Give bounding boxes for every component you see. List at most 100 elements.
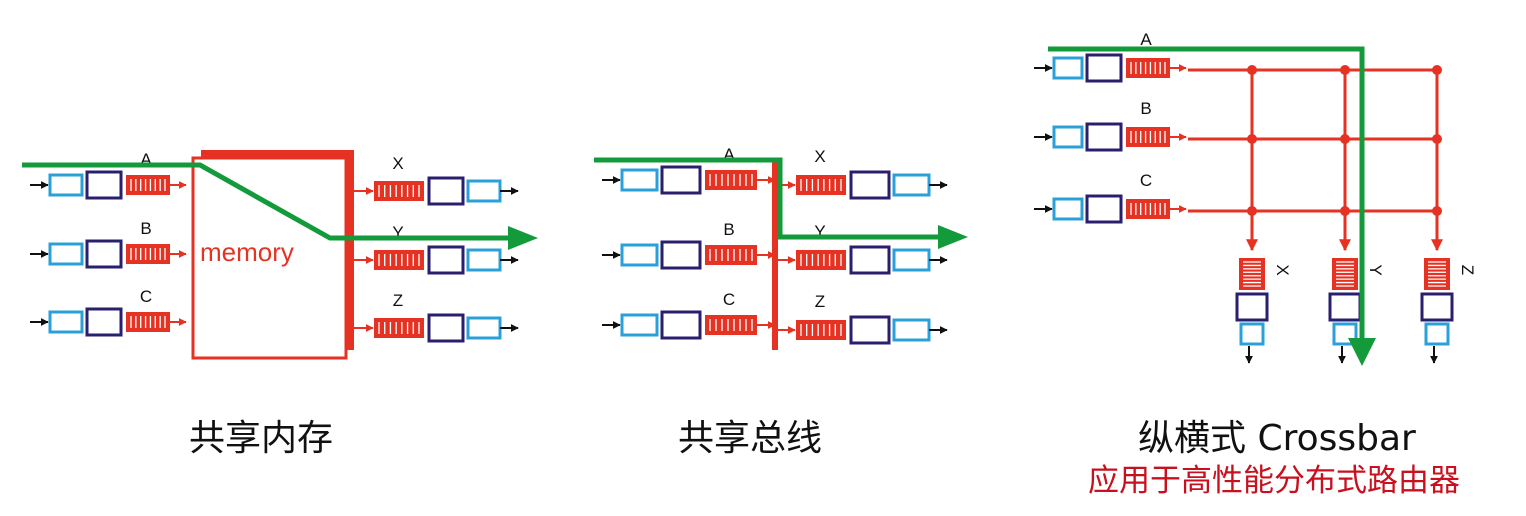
line-card bbox=[892, 173, 931, 197]
line-card bbox=[1424, 322, 1450, 346]
processor bbox=[85, 239, 123, 269]
queue-buffer bbox=[126, 244, 170, 264]
port-label: Z bbox=[1458, 265, 1477, 275]
processor bbox=[660, 310, 702, 340]
queue-buffer bbox=[1332, 258, 1358, 290]
crosspoint bbox=[1247, 206, 1257, 216]
processor bbox=[660, 165, 702, 195]
crosspoint bbox=[1247, 65, 1257, 75]
input-port bbox=[602, 240, 776, 270]
output-port bbox=[778, 315, 948, 345]
processor bbox=[85, 307, 123, 337]
crosspoint bbox=[1432, 65, 1442, 75]
port-label: Y bbox=[1366, 264, 1385, 275]
port-label: C bbox=[140, 287, 152, 306]
port-label: Z bbox=[815, 292, 825, 311]
crosspoint bbox=[1340, 134, 1350, 144]
packet-path-arrowhead bbox=[508, 226, 538, 250]
input-port bbox=[602, 165, 776, 195]
port-label: B bbox=[140, 219, 151, 238]
output-port bbox=[354, 245, 519, 275]
queue-buffer bbox=[1126, 127, 1170, 147]
input-port bbox=[30, 239, 187, 269]
input-ports: ABC bbox=[30, 150, 187, 337]
queue-buffer bbox=[796, 320, 846, 340]
processor bbox=[427, 313, 465, 343]
line-card bbox=[1052, 197, 1084, 221]
port-label: C bbox=[1140, 171, 1152, 190]
queue-buffer bbox=[796, 175, 846, 195]
output-ports: X Y Z bbox=[354, 154, 519, 343]
input-port bbox=[1034, 122, 1187, 152]
line-card bbox=[466, 179, 502, 203]
output-ports: X Y Z bbox=[778, 147, 948, 345]
line-card bbox=[620, 313, 659, 337]
memory-label: memory bbox=[200, 237, 294, 267]
output-port bbox=[1328, 258, 1362, 364]
input-port bbox=[30, 170, 187, 200]
queue-buffer bbox=[705, 245, 757, 265]
processor bbox=[85, 170, 123, 200]
line-card bbox=[620, 168, 659, 192]
packet-path bbox=[594, 157, 945, 240]
queue-buffer bbox=[1126, 199, 1170, 219]
port-label: A bbox=[1140, 30, 1152, 49]
queue-buffer bbox=[374, 181, 424, 201]
queue-buffer bbox=[126, 312, 170, 332]
queue-buffer bbox=[1126, 58, 1170, 78]
processor bbox=[849, 245, 891, 275]
line-card bbox=[1052, 125, 1084, 149]
queue-buffer bbox=[705, 170, 757, 190]
processor bbox=[427, 245, 465, 275]
line-card bbox=[620, 243, 659, 267]
processor bbox=[1085, 53, 1123, 83]
output-port bbox=[354, 176, 519, 206]
output-port bbox=[1420, 258, 1454, 364]
line-card bbox=[892, 318, 931, 342]
line-card bbox=[466, 316, 502, 340]
input-ports: ABC bbox=[602, 145, 776, 340]
output-port bbox=[354, 313, 519, 343]
line-card bbox=[48, 173, 84, 197]
port-label: Y bbox=[392, 223, 403, 242]
port-label: Y bbox=[814, 222, 825, 241]
line-card bbox=[1239, 322, 1265, 346]
input-port bbox=[602, 310, 776, 340]
queue-buffer bbox=[126, 175, 170, 195]
queue-buffer bbox=[1239, 258, 1265, 290]
shared-bus-caption: 共享总线 bbox=[678, 418, 823, 459]
queue-buffer bbox=[796, 250, 846, 270]
crosspoint bbox=[1340, 206, 1350, 216]
port-label: B bbox=[1140, 99, 1151, 118]
processor bbox=[1420, 292, 1454, 322]
line-card bbox=[48, 242, 84, 266]
line-card bbox=[466, 248, 502, 272]
crosspoint bbox=[1340, 65, 1350, 75]
port-label: Z bbox=[393, 291, 403, 310]
crosspoint bbox=[1432, 134, 1442, 144]
memory-box bbox=[191, 156, 348, 360]
queue-buffer bbox=[1424, 258, 1450, 290]
port-label: X bbox=[392, 154, 403, 173]
line-card bbox=[892, 248, 931, 272]
crossbar-caption: 纵横式 Crossbar bbox=[1138, 418, 1416, 459]
packet-path-arrowhead bbox=[1348, 338, 1376, 366]
processor bbox=[1235, 292, 1269, 322]
port-label: B bbox=[723, 220, 734, 239]
port-label: X bbox=[814, 147, 825, 166]
processor bbox=[660, 240, 702, 270]
processor bbox=[1085, 194, 1123, 224]
output-port bbox=[778, 170, 948, 200]
crosspoint bbox=[1432, 206, 1442, 216]
processor bbox=[427, 176, 465, 206]
packet-path-arrowhead bbox=[938, 225, 968, 249]
queue-buffer bbox=[374, 250, 424, 270]
crosspoint bbox=[1247, 134, 1257, 144]
packet-path bbox=[22, 162, 516, 241]
shared-bus-panel: ABC X Y Z bbox=[594, 145, 968, 350]
output-port bbox=[1235, 258, 1269, 364]
crossbar-grid bbox=[1188, 65, 1443, 252]
